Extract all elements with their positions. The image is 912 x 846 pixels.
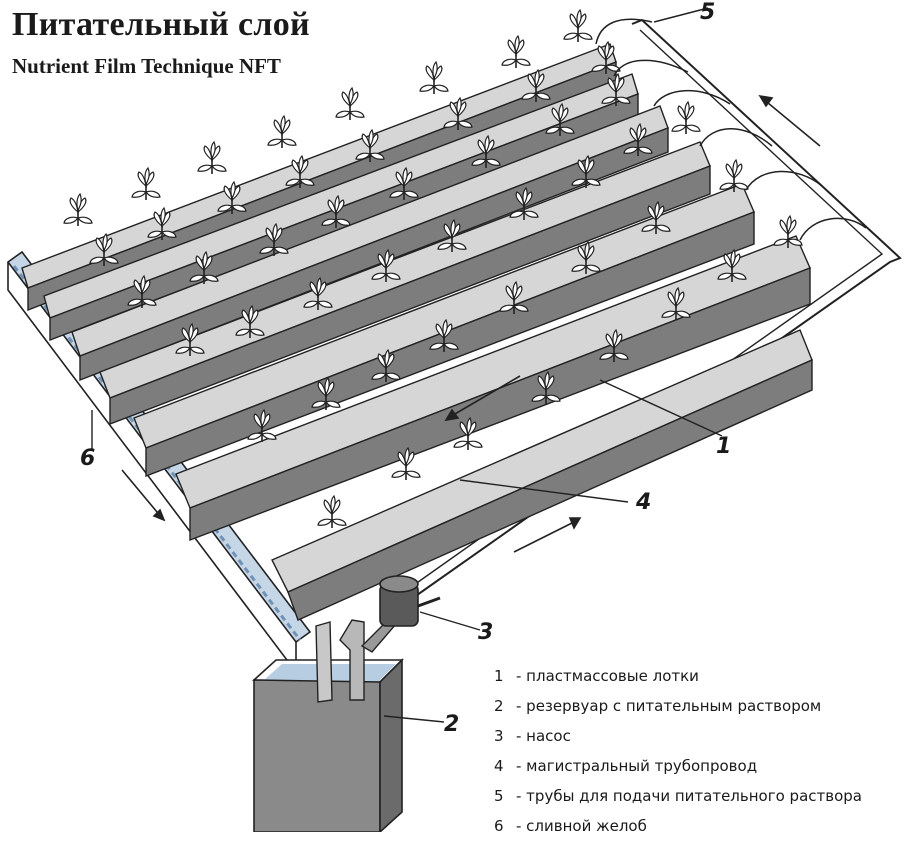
legend-text: - сливной желоб xyxy=(516,817,647,835)
legend-num: 6 xyxy=(494,817,504,835)
reservoir xyxy=(251,619,404,832)
flow-arrows xyxy=(121,94,821,553)
legend-item-1: 1 - пластмассовые лотки xyxy=(494,666,862,696)
trough-7 xyxy=(271,329,813,621)
legend-text: - резервуар с питательным раствором xyxy=(516,697,822,715)
legend-item-2: 2 - резервуар с питательным раствором xyxy=(494,696,862,726)
legend-num: 3 xyxy=(494,727,504,745)
leader-lines xyxy=(91,379,723,723)
pump xyxy=(379,575,441,627)
legend-num: 5 xyxy=(494,787,504,805)
callout-2: 2 xyxy=(444,712,460,737)
legend-num: 2 xyxy=(494,697,504,715)
legend: 1 - пластмассовые лотки 2 - резервуар с пи… xyxy=(494,666,862,846)
legend-text: - магистральный трубопровод xyxy=(516,757,758,775)
callout-3: 3 xyxy=(478,620,494,645)
page-subtitle: Nutrient Film Technique NFT xyxy=(12,54,281,78)
trough-4 xyxy=(99,141,711,426)
page-title: Питательный слой xyxy=(12,6,310,43)
legend-item-6: 6 - сливной желоб xyxy=(494,816,862,846)
legend-text: - трубы для подачи питательного раствора xyxy=(516,787,862,805)
legend-text: - пластмассовые лотки xyxy=(516,667,699,685)
legend-item-4: 4 - магистральный трубопровод xyxy=(494,756,862,786)
trough-6 xyxy=(175,235,811,542)
legend-num: 4 xyxy=(494,757,504,775)
callout-1: 1 xyxy=(716,434,732,459)
callout-4: 4 xyxy=(636,490,652,515)
supply-tubes xyxy=(595,7,867,241)
callout-6: 6 xyxy=(80,446,96,471)
legend-item-5: 5 - трубы для подачи питательного раствор… xyxy=(494,786,862,816)
legend-item-3: 3 - насос xyxy=(494,726,862,756)
legend-num: 1 xyxy=(494,667,504,685)
callout-5: 5 xyxy=(700,0,716,25)
legend-text: - насос xyxy=(516,727,571,745)
trough-3 xyxy=(71,105,669,382)
